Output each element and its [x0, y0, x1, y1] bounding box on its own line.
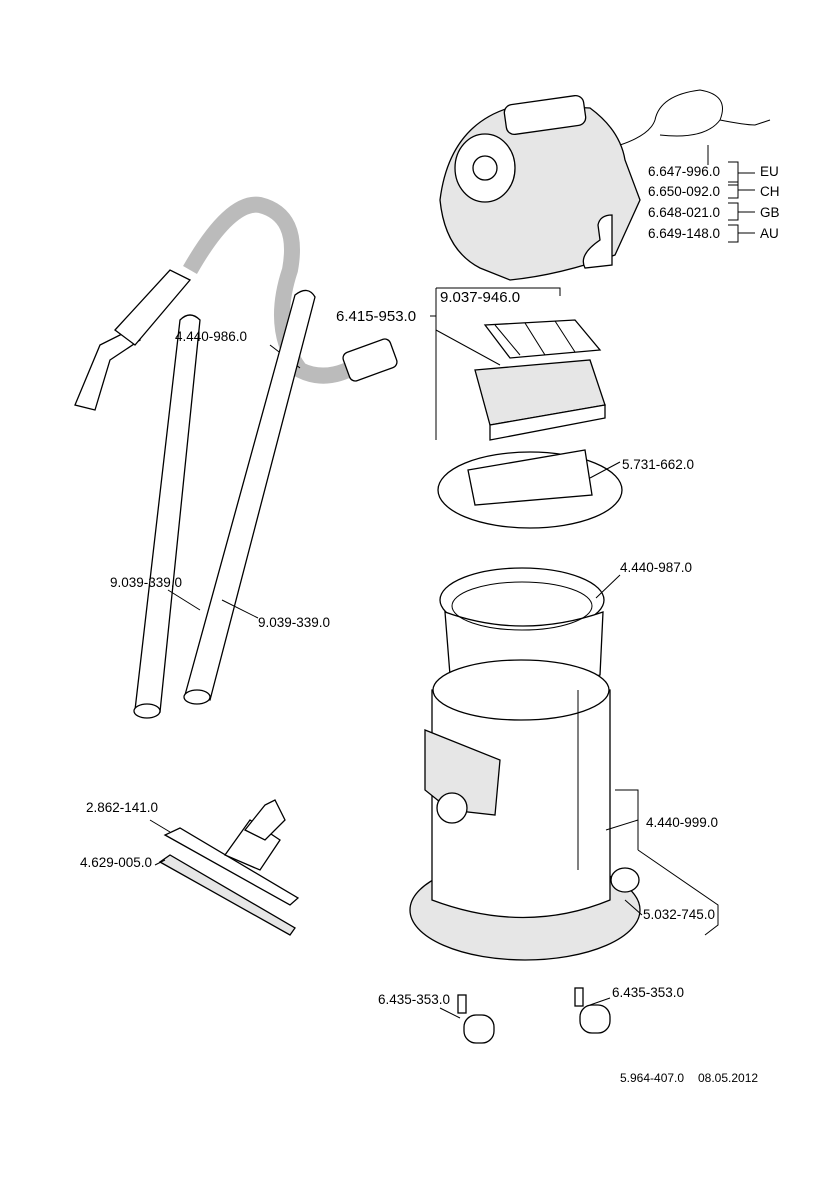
label-filter-frame: 9.037-946.0: [440, 289, 520, 306]
label-region-gb: GB: [760, 205, 780, 220]
label-castor-2: 6.435-353.0: [612, 985, 684, 1000]
label-nozzle-insert: 2.862-141.0: [86, 800, 158, 815]
label-region-ch: CH: [760, 184, 780, 199]
label-tube-2: 9.039-339.0: [258, 615, 330, 630]
container-body: [409, 659, 719, 961]
label-container: 4.440-999.0: [646, 815, 718, 830]
label-base: 5.032-745.0: [643, 907, 715, 922]
filter-set: [430, 287, 606, 441]
floor-nozzle: [149, 799, 300, 936]
label-region-au: AU: [760, 226, 779, 241]
label-cable-gb: 6.648-021.0: [648, 205, 720, 220]
label-filter-holder: 5.731-662.0: [622, 457, 694, 472]
motor-head: [439, 89, 771, 281]
label-cable-ch: 6.650-092.0: [648, 184, 720, 199]
label-castor-1: 6.435-353.0: [378, 992, 450, 1007]
label-cable-au: 6.649-148.0: [648, 226, 720, 241]
cable-variant-brackets: [728, 161, 755, 243]
label-suction-hose: 4.440-986.0: [175, 329, 247, 344]
label-container-insert: 4.440-987.0: [620, 560, 692, 575]
suction-hose: [74, 196, 398, 411]
castors: [439, 987, 611, 1044]
label-filter-set: 6.415-953.0: [336, 308, 416, 325]
label-cable-eu: 6.647-996.0: [648, 164, 720, 179]
footer-date: 08.05.2012: [698, 1071, 758, 1085]
filter-holder: [437, 449, 623, 529]
label-region-eu: EU: [760, 164, 779, 179]
footer-doc-number: 5.964-407.0: [620, 1071, 684, 1085]
suction-tubes: [133, 289, 316, 719]
label-tube-1: 9.039-339.0: [110, 575, 182, 590]
label-nozzle-brush: 4.629-005.0: [80, 855, 152, 870]
